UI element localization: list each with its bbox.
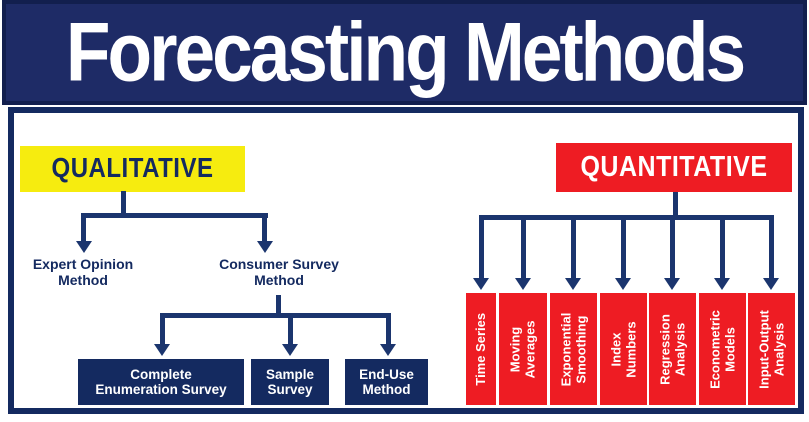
node-moving-averages: Moving Averages	[499, 293, 547, 405]
arrow-line	[479, 215, 484, 279]
consumer-survey-branch-line	[160, 313, 391, 318]
node-label: Index Numbers	[608, 320, 638, 378]
qualitative-box: QUALITATIVE	[20, 146, 245, 192]
arrow-down-head	[714, 278, 730, 290]
arrow-down-head	[76, 241, 92, 253]
arrow-down-head	[473, 278, 489, 290]
node-expert-opinion-method: Expert Opinion Method	[32, 256, 134, 288]
page-title: Forecasting Methods	[65, 6, 746, 99]
quantitative-branch-line	[479, 215, 774, 220]
quantitative-label: QUANTITATIVE	[580, 150, 768, 184]
node-label: Input-Output Analysis	[756, 309, 786, 389]
node-sample-survey: Sample Survey	[251, 359, 329, 405]
quantitative-box: QUANTITATIVE	[556, 143, 792, 192]
node-econometric-models: Econometric Models	[699, 293, 746, 405]
arrow-line	[262, 213, 267, 242]
arrow-line	[521, 215, 526, 279]
arrow-down-head	[664, 278, 680, 290]
arrow-down-head	[154, 344, 170, 356]
arrow-down-head	[257, 241, 273, 253]
node-regression-analysis: Regression Analysis	[649, 293, 696, 405]
arrow-line	[160, 313, 165, 345]
arrow-line	[81, 213, 86, 242]
arrow-down-head	[282, 344, 298, 356]
arrow-line	[288, 313, 293, 345]
arrow-down-head	[515, 278, 531, 290]
consumer-survey-stem-line	[276, 295, 281, 318]
qualitative-branch-line	[81, 213, 268, 218]
node-label: Exponential Smoothing	[558, 312, 588, 386]
node-exponential-smoothing: Exponential Smoothing	[550, 293, 597, 405]
title-banner: Forecasting Methods	[2, 0, 807, 105]
arrow-line	[621, 215, 626, 279]
node-consumer-survey-method: Consumer Survey Method	[219, 256, 339, 288]
arrow-line	[386, 313, 391, 345]
node-time-series: Time Series	[466, 293, 496, 405]
node-label: Moving Averages	[507, 319, 538, 379]
qualitative-label: QUALITATIVE	[51, 152, 214, 184]
arrow-line	[571, 215, 576, 279]
quantitative-stem-line	[673, 192, 678, 218]
qualitative-stem-line	[121, 191, 126, 218]
node-input-output-analysis: Input-Output Analysis	[748, 293, 795, 405]
arrow-down-head	[565, 278, 581, 290]
arrow-line	[670, 215, 675, 279]
node-end-use-method: End-Use Method	[345, 359, 428, 405]
node-index-numbers: Index Numbers	[600, 293, 647, 405]
node-complete-enumeration-survey: Complete Enumeration Survey	[78, 359, 244, 405]
node-label: Regression Analysis	[657, 313, 687, 385]
arrow-down-head	[615, 278, 631, 290]
arrow-line	[720, 215, 725, 279]
arrow-line	[769, 215, 774, 279]
node-label: Time Series	[472, 312, 488, 386]
arrow-down-head	[763, 278, 779, 290]
node-label: Econometric Models	[707, 309, 737, 389]
arrow-down-head	[380, 344, 396, 356]
